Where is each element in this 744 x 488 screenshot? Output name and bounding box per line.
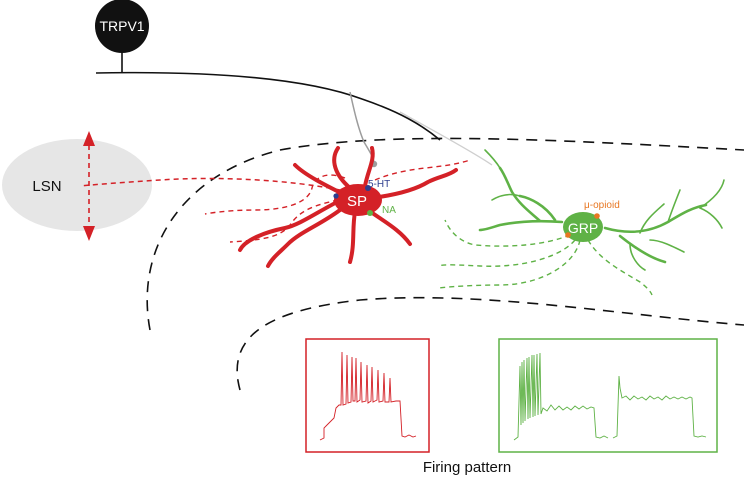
sp-blue-receptor-2 [333, 193, 339, 199]
lsn-nucleus [2, 139, 152, 231]
trpv1-cell-body [95, 0, 149, 53]
firing-pattern-caption: Firing pattern [423, 459, 511, 476]
grp-mu-opioid-receptor-2 [565, 232, 571, 238]
sp-na-receptor [367, 210, 373, 216]
firing-box-sp [305, 338, 430, 453]
grp-mu-opioid-label: μ-opioid [584, 200, 620, 211]
firing-pattern-grp [498, 338, 718, 453]
sp-label: SP [347, 193, 367, 210]
grp-label: GRP [568, 220, 598, 236]
sp-5ht-receptor [365, 185, 371, 191]
trpv1-label: TRPV1 [99, 18, 144, 34]
grp-mu-opioid-receptor-1 [594, 213, 600, 219]
sp-na-label: NA [382, 205, 396, 216]
sp-neuron: SP 5-HT NA [79, 146, 471, 268]
firing-box-grp [498, 338, 718, 453]
grp-firing-trace-2 [612, 375, 707, 439]
dorsal-horn-outer-boundary [146, 137, 744, 331]
lsn: LSN [2, 131, 152, 241]
lsn-arrow-up [83, 131, 95, 146]
trpv1-branch-to-grp [399, 111, 493, 166]
dorsal-horn-inner-boundary [236, 296, 744, 391]
lsn-label: LSN [32, 178, 61, 195]
grp-neuron: GRP μ-opioid [437, 149, 725, 296]
sp-cell-body [334, 184, 382, 216]
sp-5ht-label: 5-HT [368, 179, 390, 190]
trpv1-afferent: TRPV1 [95, 0, 493, 168]
sp-firing-trace [319, 351, 417, 441]
grp-cell-body [563, 212, 603, 242]
lsn-arrow-down [83, 226, 95, 241]
firing-pattern-sp [305, 338, 430, 453]
grp-firing-trace-1 [513, 352, 609, 441]
